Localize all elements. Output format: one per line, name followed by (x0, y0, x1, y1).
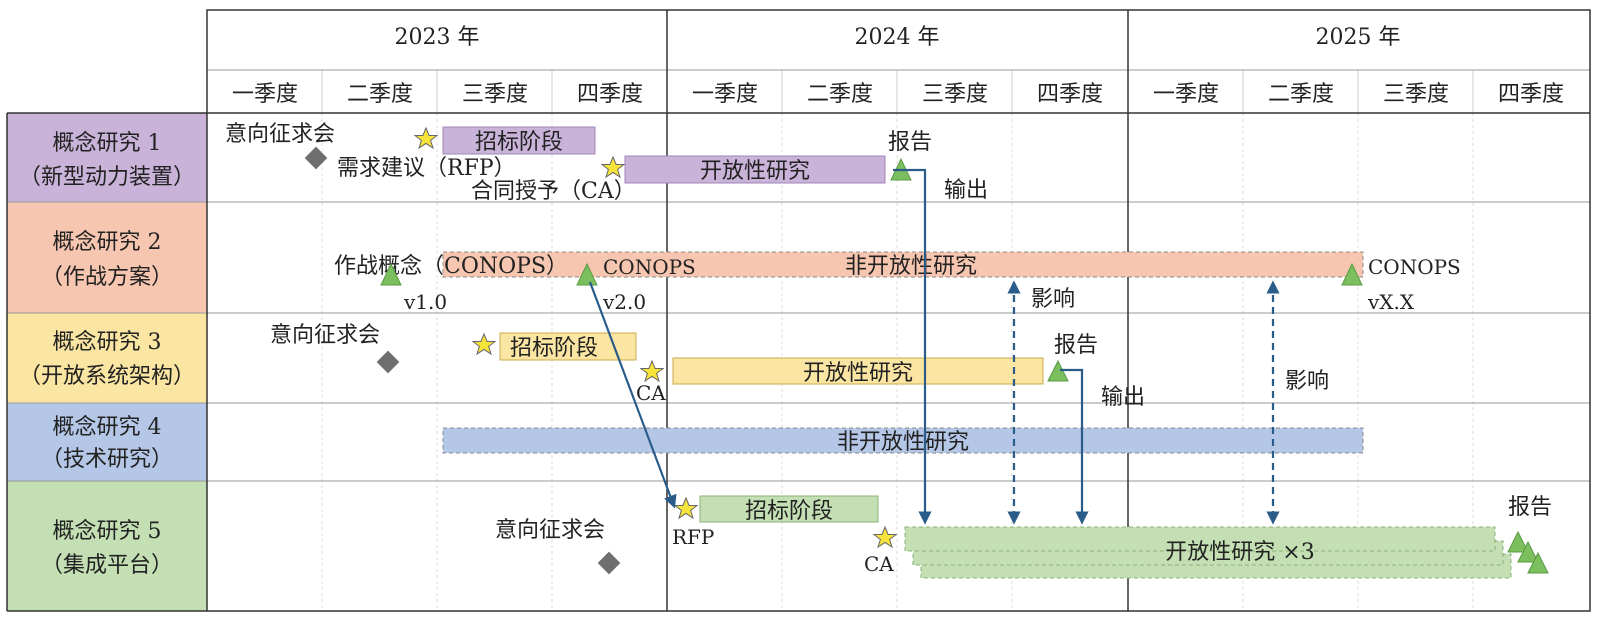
quarter-label: 四季度 (1498, 82, 1564, 107)
quarter-label: 二季度 (347, 82, 413, 107)
quarter-label: 四季度 (577, 82, 643, 107)
quarter-label: 二季度 (1268, 82, 1334, 107)
triangle-icon (1507, 530, 1529, 553)
influence-label-1: 影响 (1031, 287, 1075, 312)
bar-r1-tender-label: 招标阶段 (475, 130, 563, 155)
star-icon (872, 525, 898, 549)
r3-output-label: 输出 (1101, 385, 1145, 410)
row-header-bg-2 (7, 202, 207, 313)
bar-r1-open-research-label: 开放性研究 (700, 159, 810, 184)
bar-r1-tender (442, 126, 596, 155)
r2-v2-label: v2.0 (602, 290, 646, 314)
r1-rfp-label: 需求建议（RFP） (337, 156, 516, 181)
r2-v1-label: v1.0 (403, 290, 447, 314)
bar-r4-closed-research-label: 非开放性研究 (837, 430, 969, 455)
quarter-label: 一季度 (692, 82, 758, 107)
year-2023: 2023 年 (395, 25, 480, 50)
star-icon (600, 155, 626, 179)
diamond-icon (376, 350, 400, 374)
row-header-bg-3 (7, 313, 207, 403)
r5-loi-label: 意向征求会 (495, 518, 605, 543)
bar-r3-open-research (672, 357, 1044, 385)
diamond-icon (597, 551, 621, 575)
r2-conops2-label: CONOPS (603, 255, 696, 279)
r3-ca-label: CA (636, 381, 666, 405)
quarter-header-lines (321, 70, 1474, 113)
row-subtitle-5: （集成平台） (41, 553, 173, 578)
bar-r4-closed-research (442, 427, 1364, 454)
row-subtitle-3: （开放系统架构） (19, 364, 195, 389)
quarter-label: 四季度 (1037, 82, 1103, 107)
r5-rfp-label: RFP (672, 525, 714, 549)
triangle-icon (1341, 262, 1363, 286)
bar-r5-tender (699, 495, 879, 523)
influence-label-2: 影响 (1285, 369, 1329, 394)
row-header-bg-4 (7, 403, 207, 481)
row-lines (7, 69, 1590, 482)
r1-ca-label: 合同授予（CA） (471, 179, 636, 204)
r3-report-label: 报告 (1054, 333, 1098, 358)
bar-r2-closed-research-label: 非开放性研究 (845, 254, 977, 279)
row-subtitle-2: （作战方案） (41, 265, 173, 290)
row-subtitle-1: （新型动力装置） (19, 165, 195, 190)
row-title-4: 概念研究 4 (53, 415, 162, 440)
row-subtitle-4: （技术研究） (41, 447, 173, 472)
r3-loi-label: 意向征求会 (270, 323, 380, 348)
main-borders (6, 9, 1591, 612)
row-title-3: 概念研究 3 (53, 330, 162, 355)
year-2025: 2025 年 (1316, 25, 1401, 50)
quarter-label: 三季度 (922, 82, 988, 107)
quarter-label: 一季度 (232, 82, 298, 107)
triangle-icon (1527, 551, 1549, 574)
row-title-2: 概念研究 2 (53, 230, 162, 255)
year-2024: 2024 年 (855, 25, 940, 50)
r1-report-label: 报告 (888, 130, 932, 155)
bar-r1-open-research (624, 155, 886, 184)
row-headers: 概念研究 1 （新型动力装置） 概念研究 2 （作战方案） 概念研究 3 （开放… (19, 131, 195, 578)
bar-r3-open-research-label: 开放性研究 (803, 361, 913, 386)
r1-output-label: 输出 (944, 178, 988, 203)
quarter-label: 三季度 (462, 82, 528, 107)
r1-loi-label: 意向征求会 (225, 122, 335, 147)
bar-r2-closed-research (442, 251, 1364, 278)
bar-r3-tender-label: 招标阶段 (510, 336, 598, 361)
row-header-bg-5 (7, 481, 207, 611)
star-icon (639, 359, 665, 383)
arrow-r3-output (1060, 368, 1089, 525)
r5-ca-label: CA (864, 552, 894, 576)
row-header-bg-1 (7, 113, 207, 202)
diamond-icon (304, 146, 328, 170)
row-title-1: 概念研究 1 (53, 131, 162, 156)
r2-vx-label: vX.X (1367, 290, 1415, 314)
triangle-icon (380, 262, 402, 286)
bar-r5-open-research-stack (904, 526, 1512, 579)
triangle-icon (576, 262, 598, 286)
star-icon (413, 126, 439, 150)
r5-report-label: 报告 (1508, 495, 1552, 520)
r2-conops3-label: CONOPS (1368, 255, 1461, 279)
arrow-conops-to-rfp (588, 281, 677, 509)
bar-r5-open-research-label: 开放性研究 ×3 (1165, 540, 1314, 565)
r2-conops-label: 作战概念（CONOPS） (334, 254, 568, 279)
bar-r5-tender-label: 招标阶段 (745, 499, 833, 524)
bar-r5-open-research-1 (904, 526, 1496, 552)
quarter-label: 二季度 (807, 82, 873, 107)
quarter-label: 三季度 (1383, 82, 1449, 107)
star-icon (673, 496, 699, 520)
arrows (588, 168, 1280, 525)
triangle-icon (1517, 540, 1539, 563)
row-title-5: 概念研究 5 (53, 519, 162, 544)
arrow-r1-output (893, 168, 932, 525)
quarter-headers: 一季度 二季度 三季度 四季度 一季度 二季度 三季度 四季度 一季度 二季度 … (232, 82, 1564, 107)
star-icon (471, 332, 497, 356)
quarter-label: 一季度 (1153, 82, 1219, 107)
